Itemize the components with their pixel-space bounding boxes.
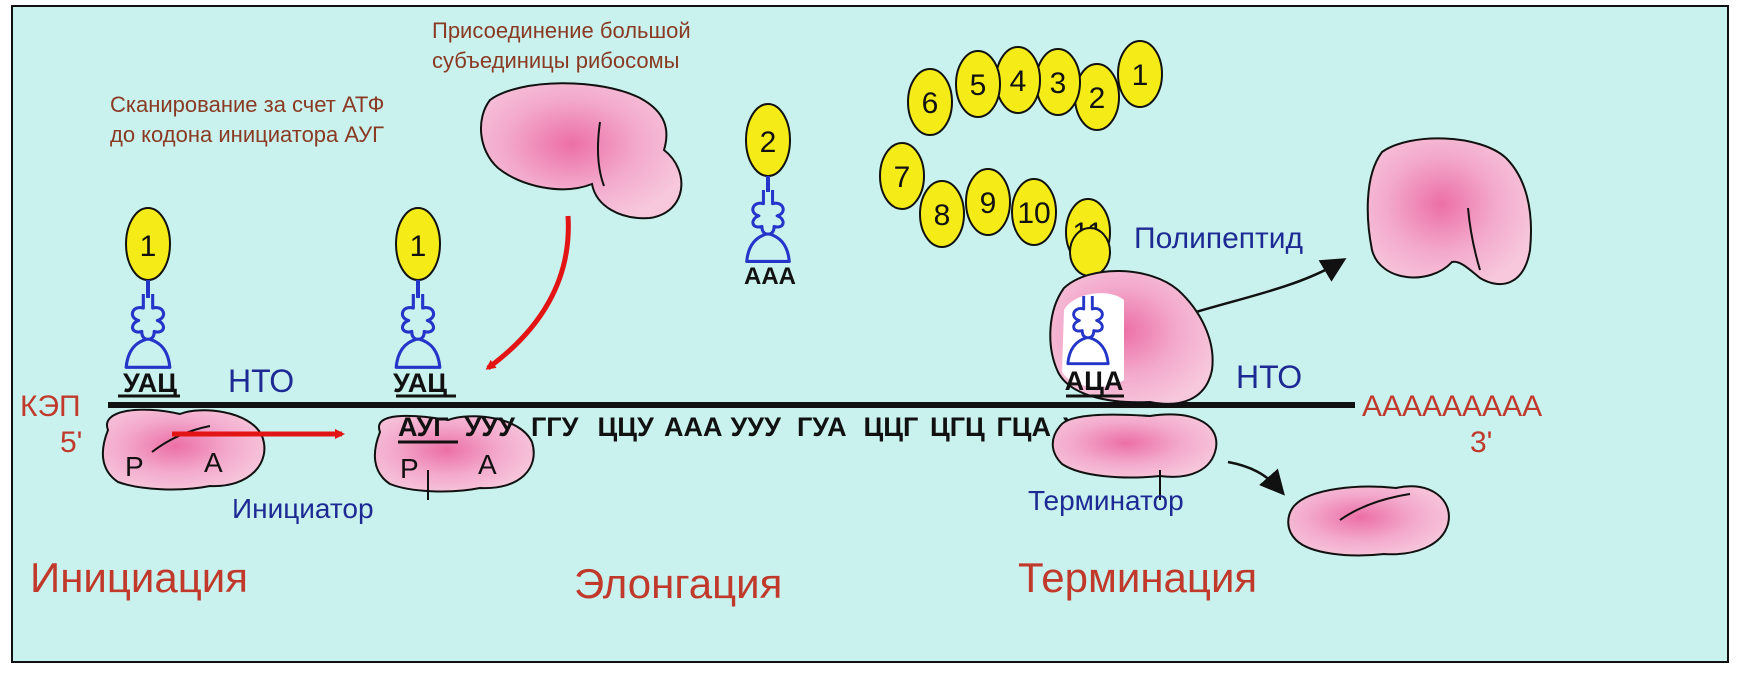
ribosome-large-subunit-released-icon bbox=[1368, 138, 1531, 284]
amino-acid-label: 2 bbox=[1089, 82, 1106, 115]
amino-acid-label: 1 bbox=[410, 230, 427, 263]
large-subunit-note-line1: Присоединение большой bbox=[432, 18, 691, 43]
codon: УУУ bbox=[465, 412, 517, 442]
ribosome-small-subunit-icon bbox=[1053, 414, 1217, 477]
poly-a-tail: ААААААААА bbox=[1362, 390, 1542, 423]
amino-acid-label: 3 bbox=[1050, 67, 1067, 100]
amino-acid-label: 8 bbox=[934, 199, 951, 232]
terminator-label: Терминатор bbox=[1028, 485, 1184, 516]
amino-acid-label: 1 bbox=[1132, 59, 1149, 92]
amino-acid-label: 4 bbox=[1010, 65, 1027, 98]
amino-acid-label: 7 bbox=[894, 161, 911, 194]
site-a-mid: A bbox=[478, 449, 497, 480]
large-subunit-note-line2: субъединицы рибосомы bbox=[432, 48, 680, 73]
codon: ААА bbox=[664, 412, 723, 442]
amino-acid-label: 9 bbox=[980, 187, 997, 220]
anticodon-free: ААА bbox=[744, 263, 796, 290]
codon: АУГ bbox=[398, 412, 449, 442]
ribosome-small-subunit-released-icon bbox=[1288, 486, 1449, 555]
scanning-note-line1: Сканирование за счет АТФ bbox=[110, 92, 384, 117]
amino-acid-label: 2 bbox=[760, 126, 777, 159]
codon: ЦЦГ bbox=[864, 412, 919, 442]
scanning-note-line2: до кодона инициатора АУГ bbox=[110, 122, 384, 147]
amino-acid-icon bbox=[1070, 228, 1110, 276]
utr-right-label: НТО bbox=[1236, 359, 1302, 395]
initiator-label: Инициатор bbox=[232, 493, 374, 524]
phase-elongation: Элонгация bbox=[574, 560, 782, 607]
anticodon-initiation: УАЦ bbox=[393, 368, 447, 398]
five-prime-label: 5' bbox=[60, 426, 82, 459]
amino-acid-label: 10 bbox=[1017, 197, 1050, 230]
codon: ЦЦУ bbox=[598, 412, 655, 442]
site-p-left: P bbox=[125, 451, 144, 482]
amino-acid-label: 6 bbox=[922, 87, 939, 120]
site-p-mid: P bbox=[400, 453, 419, 484]
site-a-left: A bbox=[204, 447, 223, 478]
anticodon-scanning: УАЦ bbox=[123, 368, 177, 398]
three-prime-label: 3' bbox=[1470, 426, 1492, 459]
utr-left-label: НТО bbox=[228, 363, 294, 399]
codon: ГЦА bbox=[997, 412, 1052, 442]
anticodon-termination: АЦА bbox=[1065, 366, 1124, 396]
codon: ЦГЦ bbox=[930, 412, 985, 442]
phase-termination: Терминация bbox=[1018, 554, 1257, 601]
amino-acid-label: 1 bbox=[140, 230, 157, 263]
codon: ГУА bbox=[797, 412, 847, 442]
codon: УУУ bbox=[731, 412, 783, 442]
cap-label: КЭП bbox=[20, 390, 81, 423]
phase-initiation: Инициация bbox=[30, 554, 248, 601]
codon: ГГУ bbox=[531, 412, 580, 442]
polypeptide-label: Полипептид bbox=[1134, 222, 1303, 255]
amino-acid-label: 5 bbox=[970, 69, 987, 102]
